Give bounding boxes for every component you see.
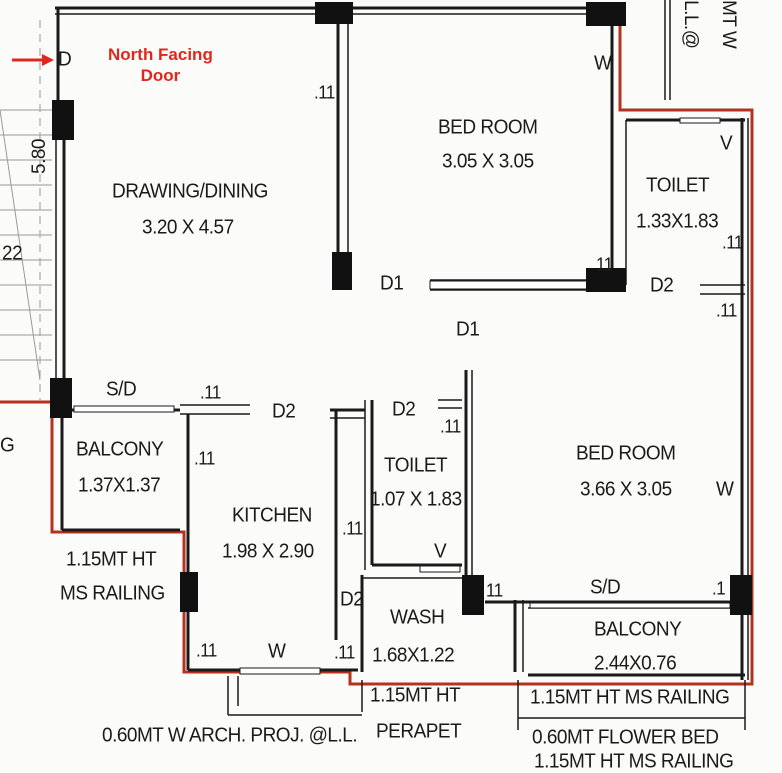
door-label: D (58, 48, 72, 71)
mark-11: .1 (712, 578, 726, 599)
ms-railing-note-b: MS RAILING (60, 582, 165, 605)
wash-name: WASH (390, 606, 445, 629)
door-d1-bedroom1: D1 (380, 272, 404, 295)
ms-railing-note-a: 1.15MT HT (66, 548, 157, 571)
sliding-door-balcony1: S/D (106, 378, 137, 401)
perapet-note-a: 1.15MT HT (370, 684, 461, 707)
mark-11: 11 (486, 580, 503, 601)
wash-size: 1.68X1.22 (372, 644, 455, 667)
stair-dimension-2: 22 (2, 242, 23, 265)
red-arrow-icon (12, 54, 54, 66)
north-facing-annotation: North Facing Door (108, 44, 213, 86)
window-bedroom1: W (594, 52, 612, 75)
kitchen-name: KITCHEN (232, 504, 312, 527)
annotation-line1: North Facing (108, 45, 213, 64)
left-cut-letter: G (0, 434, 15, 457)
top-right-note-2: L.L.@ (680, 0, 701, 49)
stair-dimension: 5.80 (29, 139, 50, 174)
mark-11: .11 (716, 300, 737, 321)
mark-11: .11 (722, 232, 743, 253)
staircase (0, 20, 52, 400)
bedroom2-name: BED ROOM (576, 442, 676, 465)
bedroom1-size: 3.05 X 3.05 (442, 150, 534, 173)
sliding-door-balcony2: S/D (590, 576, 621, 599)
railing-note-2: 1.15MT HT MS RAILING (530, 686, 730, 709)
mark-11: .11 (196, 640, 217, 661)
door-d2-toilet2: D2 (392, 398, 416, 421)
mark-11: .11 (194, 448, 215, 469)
vent-toilet2: V (434, 540, 447, 563)
toilet2-name: TOILET (384, 454, 448, 477)
door-d2-kitchen: D2 (272, 400, 296, 423)
perapet-note-b: PERAPET (376, 720, 462, 743)
drawing-dining-name: DRAWING/DINING (112, 180, 268, 203)
railing-note-3: 1.15MT HT MS RAILING (534, 750, 734, 773)
mark-11: .11 (440, 416, 461, 437)
columns (50, 2, 752, 615)
mark-11: .11 (200, 382, 221, 403)
mark-11: .11 (342, 518, 363, 539)
toilet1-size: 1.33X1.83 (636, 210, 719, 233)
drawing-dining-size: 3.20 X 4.57 (142, 216, 234, 239)
window-bedroom2: W (716, 478, 734, 501)
bedroom2-size: 3.66 X 3.05 (580, 478, 672, 501)
mark-11: .11 (334, 642, 355, 663)
walls (55, 0, 749, 730)
door-d1-bedroom2: D1 (456, 318, 480, 341)
balcony2-size: 2.44X0.76 (594, 652, 677, 675)
top-right-note: MT W (718, 0, 739, 49)
outer-boundary (0, 10, 754, 686)
kitchen-size: 1.98 X 2.90 (222, 540, 314, 563)
bedroom1-name: BED ROOM (438, 116, 538, 139)
balcony1-size: 1.37X1.37 (78, 474, 161, 497)
openings (73, 117, 731, 675)
vent-toilet1: V (720, 132, 733, 155)
flower-bed-note: 0.60MT FLOWER BED (532, 726, 719, 749)
balcony2-name: BALCONY (594, 618, 682, 641)
mark-11: 11 (596, 254, 613, 275)
toilet1-name: TOILET (646, 174, 710, 197)
door-d2-wash: D2 (340, 588, 364, 611)
mark-11: .11 (314, 82, 335, 103)
door-d2-toilet1: D2 (650, 274, 674, 297)
toilet2-size: 1.07 X 1.83 (370, 488, 462, 511)
annotation-line2: Door (140, 66, 181, 85)
window-kitchen: W (268, 640, 286, 663)
arch-projection-note: 0.60MT W ARCH. PROJ. @L.L. (102, 724, 358, 747)
balcony1-name: BALCONY (76, 438, 164, 461)
